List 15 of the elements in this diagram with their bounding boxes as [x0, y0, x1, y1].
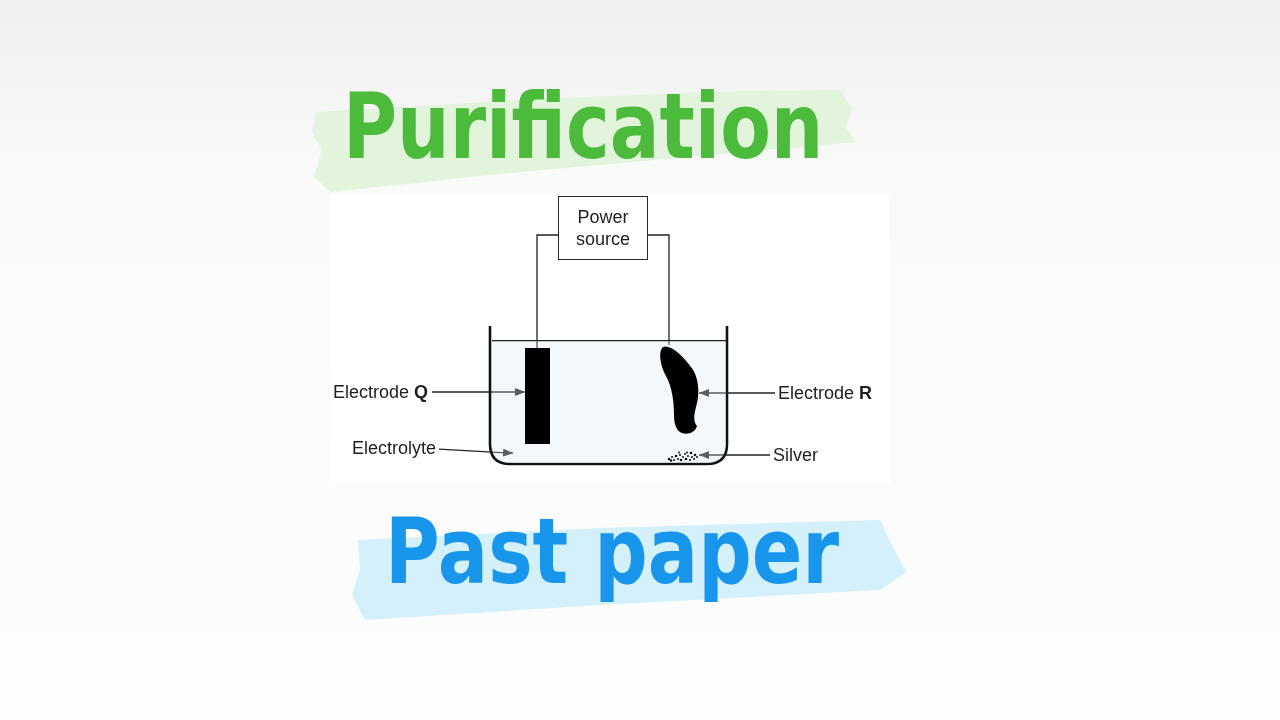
wire	[536, 234, 559, 349]
leader-line	[438, 448, 514, 457]
particle-cluster-drawing	[667, 451, 699, 462]
wire	[647, 234, 670, 346]
electrolyte-label: Electrolyte	[351, 437, 436, 459]
irregular-electrode	[659, 345, 699, 435]
leader-line	[698, 451, 771, 459]
electrode-plate	[525, 348, 550, 444]
deposit-label: Silver	[773, 444, 818, 466]
electrode-label: Electrode R	[778, 382, 873, 404]
leader-line	[698, 389, 776, 397]
title: Purification	[312, 88, 856, 192]
electrode-label: Electrode Q	[332, 381, 428, 403]
power-source-box: Power source	[558, 196, 648, 260]
leader-line	[431, 388, 526, 396]
